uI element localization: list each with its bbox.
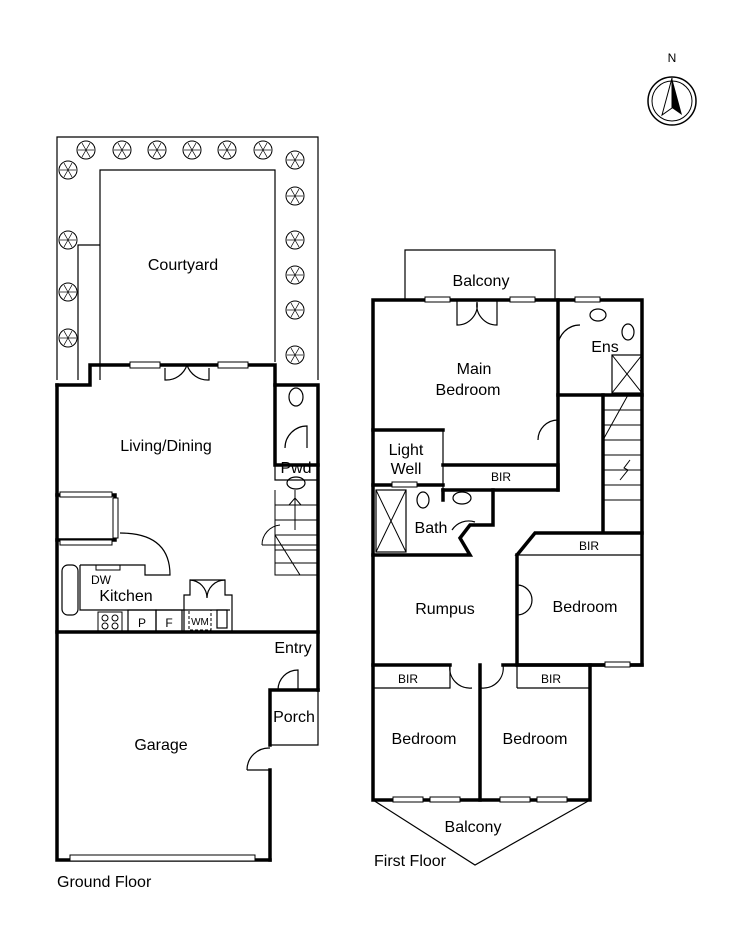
- room-label-bir-bottom-right: BIR: [541, 672, 561, 686]
- room-label-bir-main: BIR: [491, 470, 511, 484]
- ground-floor-title: Ground Floor: [57, 874, 152, 891]
- room-label-bath: Bath: [415, 520, 448, 537]
- tree-icon: [147, 140, 167, 160]
- room-label-courtyard: Courtyard: [148, 257, 218, 274]
- room-label-porch: Porch: [273, 709, 315, 726]
- tree-icons: [58, 140, 305, 365]
- tree-icon: [285, 150, 305, 170]
- compass-label: N: [668, 51, 677, 65]
- tree-icon: [253, 140, 273, 160]
- room-label-light-well-line2: Well: [391, 461, 422, 478]
- room-label-bedroom-right: Bedroom: [553, 599, 618, 616]
- room-label-main-bedroom-line2: Bedroom: [436, 382, 501, 399]
- first-floor-plan: Balcony Main Bedroom Ens Light Well BIR …: [371, 249, 644, 870]
- room-label-garage: Garage: [134, 737, 187, 754]
- room-label-ens: Ens: [591, 339, 619, 356]
- garden-bed: [77, 169, 276, 380]
- tree-icon: [58, 230, 78, 250]
- courtyard-boundary: [56, 136, 319, 380]
- tree-icon: [58, 160, 78, 180]
- fridge-label: F: [165, 616, 172, 630]
- tree-icon: [217, 140, 237, 160]
- room-label-bedroom-bottom-left: Bedroom: [392, 731, 457, 748]
- room-label-light-well-line1: Light: [389, 442, 424, 459]
- tree-icon: [285, 345, 305, 365]
- room-label-living-dining: Living/Dining: [120, 438, 212, 455]
- north-compass-icon: N: [647, 51, 697, 126]
- room-label-balcony-bottom: Balcony: [445, 819, 502, 836]
- tree-icon: [182, 140, 202, 160]
- first-floor-title: First Floor: [374, 853, 447, 870]
- room-label-kitchen: Kitchen: [99, 588, 152, 605]
- room-label-pwd: Pwd: [280, 460, 311, 477]
- tree-icon: [285, 230, 305, 250]
- washing-machine-label: WM: [191, 617, 209, 628]
- pantry-label: P: [138, 616, 146, 630]
- tree-icon: [58, 328, 78, 348]
- room-label-main-bedroom-line1: Main: [457, 361, 492, 378]
- tree-icon: [76, 140, 96, 160]
- tree-icon: [285, 186, 305, 206]
- room-label-bedroom-bottom-right: Bedroom: [503, 731, 568, 748]
- tree-icon: [285, 265, 305, 285]
- dishwasher-label: DW: [91, 573, 112, 587]
- top-balcony: [404, 249, 556, 300]
- room-label-balcony-top: Balcony: [453, 273, 510, 290]
- tree-icon: [112, 140, 132, 160]
- ground-floor-plan: Courtyard Living/Dining Pwd DW Kitchen P…: [55, 136, 320, 891]
- room-label-rumpus: Rumpus: [415, 601, 475, 618]
- room-label-entry: Entry: [274, 640, 311, 657]
- tree-icon: [58, 282, 78, 302]
- tree-icon: [285, 300, 305, 320]
- room-label-bir-right: BIR: [579, 539, 599, 553]
- room-label-bir-bottom-left: BIR: [398, 672, 418, 686]
